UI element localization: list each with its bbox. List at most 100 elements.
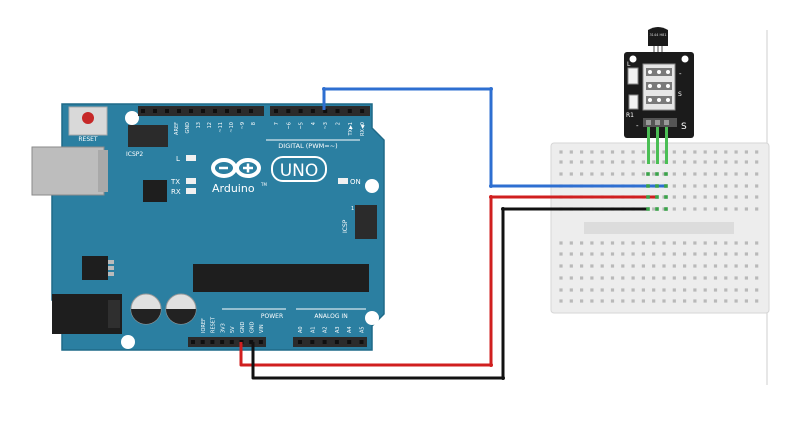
gnd-wire-bend [501,207,505,211]
analog-pin-label: A1 [310,326,316,333]
analog-pin-label: A2 [323,326,329,333]
breadboard-hole-active [646,172,650,176]
reset-button[interactable] [82,112,94,124]
digital-pin-label: RX◀0 [360,122,366,136]
breadboard-hole [569,299,573,303]
breadboard-hole [755,195,759,199]
breadboard [550,142,770,314]
sensor-pad [657,84,661,88]
breadboard-hole [610,276,615,280]
breadboard-hole [734,160,738,164]
breadboard-hole [744,150,748,154]
sensor-label-s-mid: S [678,91,682,98]
breadboard-hole [683,252,687,256]
breadboard-hole [703,288,707,292]
digital-pin-label: ~3 [323,122,329,129]
breadboard-hole [641,299,645,303]
icsp-header [355,205,377,239]
breadboard-hole [631,160,635,164]
breadboard-hole [734,252,738,256]
breadboard-hole [652,288,656,292]
breadboard-hole [652,241,656,245]
breadboard-hole [600,172,604,176]
analog-pin-label: A5 [360,326,366,333]
breadboard-hole [713,184,718,188]
breadboard-hole [590,264,594,268]
breadboard-hole [703,241,707,245]
digital-pin-hole [286,109,291,113]
power-pin-label: IOREF [201,318,207,333]
breadboard-hole [734,172,738,176]
digital-pin-label: ~11 [218,122,224,133]
breadboard-hole [559,172,563,176]
sensor-pad [648,98,652,102]
breadboard-hole [621,150,625,154]
breadboard-hole [734,276,738,280]
power-pin-label: GND [240,321,246,333]
breadboard-hole-active [655,172,659,176]
usb-connector-lip [98,150,108,192]
breadboard-hole [724,276,728,280]
breadboard-hole [744,172,748,176]
breadboard-hole [683,264,687,268]
breadboard-hole [610,252,615,256]
power-pin-hole [229,340,234,344]
breadboard-hole [734,241,738,245]
analog-pin-label: A0 [298,326,304,333]
breadboard-hole [641,160,645,164]
icsp-label: ICSP [342,219,349,233]
trademark-label: TM [260,182,267,187]
breadboard-hole [641,288,645,292]
rx-label: RX [171,188,181,196]
power-label: POWER [261,313,283,320]
breadboard-hole [641,252,645,256]
signal-wire-bend [322,87,326,91]
breadboard-hole [734,195,738,199]
digital-pin-label: ~6 [286,122,292,129]
analog-pin-label: A3 [335,326,341,333]
breadboard-hole [662,207,666,211]
breadboard-hole [631,252,635,256]
sensor-pin-s-label: S [681,122,687,132]
sensor-pad [666,84,670,88]
vcc-wire-bend [489,195,493,199]
digital-pin-hole [153,109,157,113]
breadboard-hole [590,241,594,245]
breadboard-hole [744,276,748,280]
breadboard-hole [569,172,573,176]
breadboard-hole [672,207,676,211]
breadboard-hole-active [655,195,659,199]
breadboard-hole [621,241,625,245]
breadboard-hole [703,184,707,188]
breadboard-hole [693,150,697,154]
tx-label: TX [170,178,180,186]
breadboard-hole [724,172,728,176]
breadboard-hole [693,207,697,211]
breadboard-hole [600,288,604,292]
sensor-led [627,67,639,85]
power-pin-hole [191,340,195,344]
digital-pin-label: ~10 [229,122,235,133]
breadboard-hole [724,184,728,188]
breadboard-hole [713,150,718,154]
breadboard-hole [621,252,625,256]
breadboard-hole [569,288,573,292]
sensor-label-r1: R1 [626,112,634,119]
breadboard-hole [755,252,759,256]
breadboard-hole [713,252,718,256]
breadboard-hole [734,184,738,188]
digital-pin-label: 12 [207,122,213,128]
breadboard-hole [713,264,718,268]
breadboard-hole [569,264,573,268]
digital-pin-label: ~5 [299,122,305,129]
breadboard-hole [610,160,615,164]
digital-pin-holes [141,109,365,113]
power-pin-label: RESET [211,316,217,333]
breadboard-hole [631,276,635,280]
sensor-pad [648,84,652,88]
breadboard-hole [662,150,666,154]
breadboard-hole [724,150,728,154]
breadboard-hole [662,264,666,268]
